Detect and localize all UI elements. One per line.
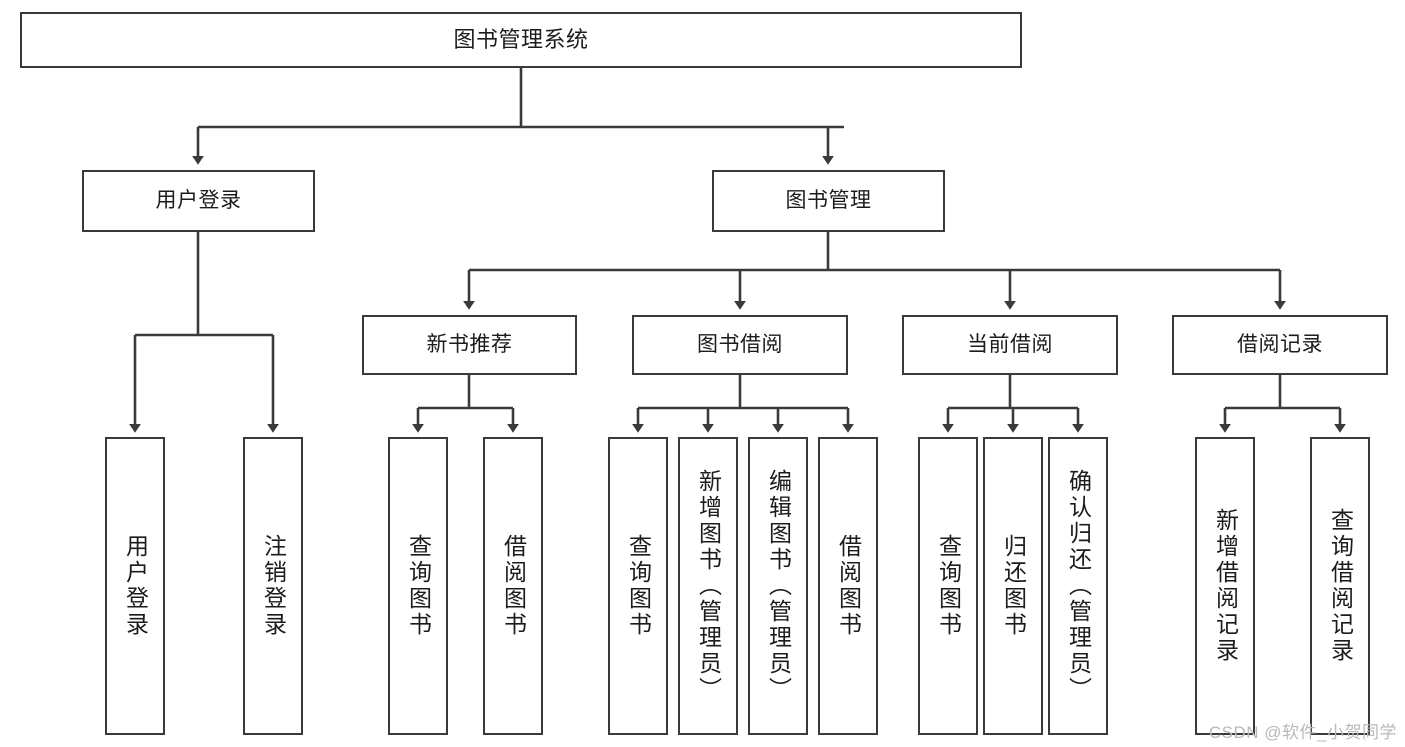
leaf-borrow-record-add-record[interactable]: 新增借阅记录 <box>1195 437 1255 735</box>
leaf-user-login-signout[interactable]: 注销登录 <box>243 437 303 735</box>
node-root-book-management-system[interactable]: 图书管理系统 <box>20 12 1022 68</box>
watermark-text: CSDN @软件_小贺同学 <box>1208 723 1397 742</box>
leaf-book-borrow-borrow-books[interactable]: 借阅图书 <box>818 437 878 735</box>
node-label: 查询图书 <box>935 534 962 638</box>
leaf-new-book-borrow-books[interactable]: 借阅图书 <box>483 437 543 735</box>
node-label: 查询图书 <box>405 534 432 638</box>
leaf-book-borrow-add-book-admin[interactable]: 新增图书（管理员） <box>678 437 738 735</box>
node-label: 新书推荐 <box>426 332 513 356</box>
node-book-management[interactable]: 图书管理 <box>712 170 945 232</box>
node-label: 用户登录 <box>155 188 242 212</box>
node-label: 用户登录 <box>122 534 149 638</box>
node-label: 图书借阅 <box>697 332 783 356</box>
node-label: 借阅图书 <box>500 534 527 638</box>
leaf-book-borrow-edit-book-admin[interactable]: 编辑图书（管理员） <box>748 437 808 735</box>
node-label: 当前借阅 <box>967 332 1053 356</box>
node-user-login[interactable]: 用户登录 <box>82 170 315 232</box>
node-current-borrow[interactable]: 当前借阅 <box>902 315 1118 375</box>
node-label: 编辑图书（管理员） <box>765 469 792 703</box>
node-label: 归还图书 <box>1000 534 1027 638</box>
node-label: 新增图书（管理员） <box>695 469 722 703</box>
node-label: 注销登录 <box>260 534 287 638</box>
node-label: 确认归还（管理员） <box>1065 469 1092 703</box>
leaf-new-book-query-books[interactable]: 查询图书 <box>388 437 448 735</box>
node-label: 借阅图书 <box>835 534 862 638</box>
leaf-current-borrow-query-books[interactable]: 查询图书 <box>918 437 978 735</box>
node-book-borrow[interactable]: 图书借阅 <box>632 315 848 375</box>
leaf-user-login-signin[interactable]: 用户登录 <box>105 437 165 735</box>
leaf-current-borrow-confirm-return-admin[interactable]: 确认归还（管理员） <box>1048 437 1108 735</box>
node-label: 新增借阅记录 <box>1212 508 1239 664</box>
leaf-book-borrow-query-books[interactable]: 查询图书 <box>608 437 668 735</box>
node-label: 查询图书 <box>625 534 652 638</box>
node-borrow-record[interactable]: 借阅记录 <box>1172 315 1388 375</box>
node-label: 图书管理 <box>785 188 872 212</box>
node-new-book-recommendation[interactable]: 新书推荐 <box>362 315 577 375</box>
node-label: 借阅记录 <box>1237 332 1323 356</box>
node-label: 图书管理系统 <box>453 27 589 53</box>
leaf-current-borrow-return-books[interactable]: 归还图书 <box>983 437 1043 735</box>
leaf-borrow-record-query-record[interactable]: 查询借阅记录 <box>1310 437 1370 735</box>
node-label: 查询借阅记录 <box>1327 508 1354 664</box>
